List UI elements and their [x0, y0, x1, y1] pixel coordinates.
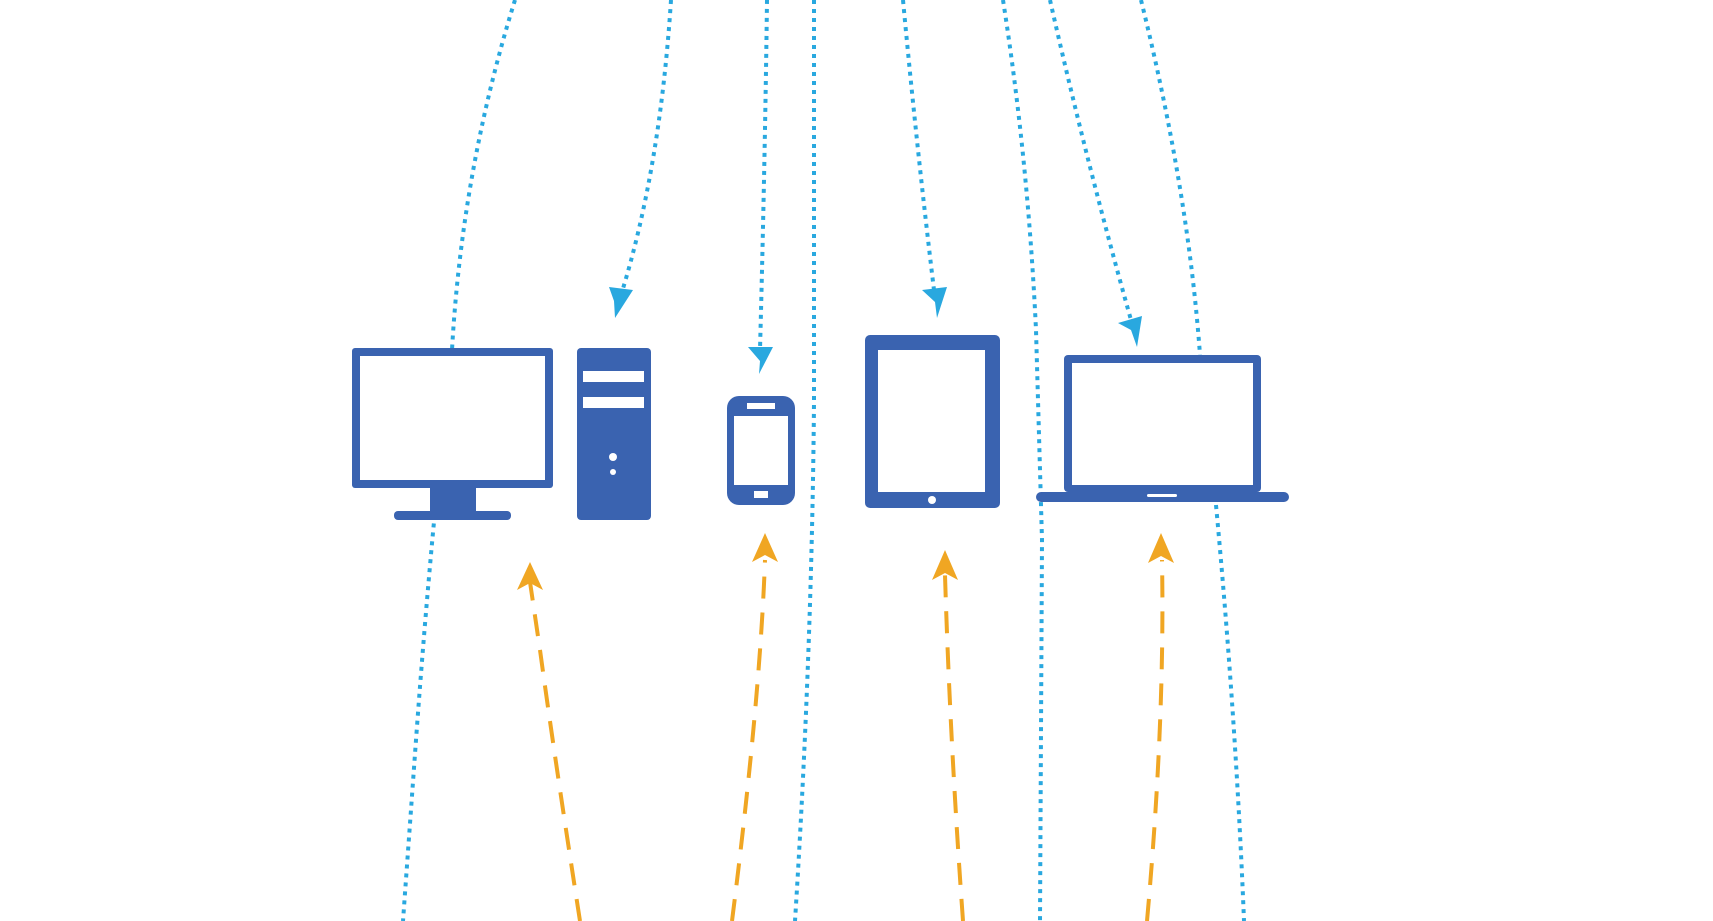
outgoing-arrows: [528, 559, 1165, 921]
arrowhead-laptop-out: [1148, 533, 1174, 563]
arrowhead-tablet-out: [932, 550, 958, 580]
tablet-icon: [865, 335, 1000, 508]
incoming-arrow-tablet-line: [901, 0, 936, 291]
desktop-monitor-icon: [352, 348, 553, 520]
passing-line-4: [1139, 0, 1202, 356]
pc-tower-icon: [577, 348, 651, 520]
outgoing-arrow-phone-line: [730, 559, 767, 921]
incoming-arrow-laptop-line: [1048, 0, 1133, 321]
passing-line-1: [401, 0, 517, 921]
smartphone-icon: [727, 396, 795, 505]
laptop-icon: [1036, 355, 1289, 502]
arrowhead-tablet: [922, 287, 947, 318]
outgoing-arrow-monitor-line: [528, 581, 582, 921]
passing-line-3: [1001, 0, 1045, 921]
arrowhead-laptop: [1118, 316, 1142, 347]
outgoing-arrowheads: [517, 533, 1174, 590]
arrowhead-phone-out: [752, 533, 778, 562]
passing-lines: [401, 0, 1246, 921]
arrowhead-tower: [609, 287, 633, 318]
outgoing-arrow-laptop-line: [1145, 559, 1165, 921]
arrowhead-monitor: [517, 562, 543, 590]
outgoing-arrow-tablet-line: [943, 574, 965, 921]
incoming-arrows: [619, 0, 1133, 351]
incoming-arrow-tower-line: [619, 0, 673, 296]
incoming-arrowheads: [609, 287, 1142, 374]
passing-line-2: [793, 0, 816, 921]
incoming-arrow-phone-line: [758, 0, 769, 351]
passing-line-5: [1214, 504, 1246, 921]
arrowhead-phone: [748, 347, 773, 374]
